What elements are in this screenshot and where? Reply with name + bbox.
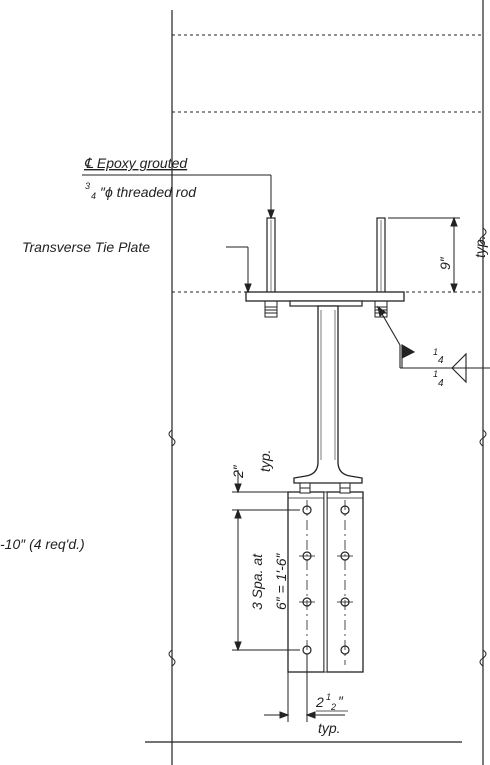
dashed-reference-lines [172,34,483,293]
label-dim-9: 9″ [437,256,453,270]
break-symbols [168,227,487,667]
label-spacing-line1: 3 Spa. at [249,553,265,610]
transverse-tie-plate [245,291,405,302]
label-weld-top: 1 [433,347,438,357]
label-weld-bot: 1 [433,369,438,379]
label-tie-plate: Transverse Tie Plate [22,239,150,255]
label-dim-2: 2″ [230,464,246,479]
top-flange [289,300,363,307]
label-dim-2half-den: 2 [330,702,336,712]
diaphragm-web [293,305,363,484]
label-rod-line2: ″ϕ threaded rod [100,184,197,200]
label-typ-1: typ. [472,235,488,258]
label-typ-2: typ. [257,449,273,472]
rod-leader [82,174,275,220]
label-weld-top-den: 4 [438,355,444,366]
dim-9-inch [388,216,460,294]
dim-3-spa [232,641,300,652]
label-rod-frac-num: 3 [85,181,90,191]
tie-plate-leader [226,246,252,294]
connection-plates [287,491,364,673]
dim-2-half-inch [264,655,345,722]
bolt-crosshairs [299,555,353,603]
weld-symbol [377,305,490,384]
label-dim-2half-num: 1 [326,692,331,702]
label-weld-bot-den: 4 [438,378,444,389]
bolt-centerlines [306,500,346,665]
label-dim-2half-mark: ″ [338,693,344,709]
label-rod-frac-den: 4 [91,191,96,201]
cap-bolts [299,482,351,494]
label-bolts-note: -10″ (4 req'd.) [0,536,85,552]
label-dim-2half-whole: 2 [315,694,324,710]
label-rod-line1: ℄ Epoxy grouted [84,155,188,171]
girder-outline [171,0,484,765]
label-spacing-line2: 6″ = 1′-6″ [273,552,289,610]
dim-2-inch [232,470,300,650]
label-typ-3: typ. [318,720,341,736]
